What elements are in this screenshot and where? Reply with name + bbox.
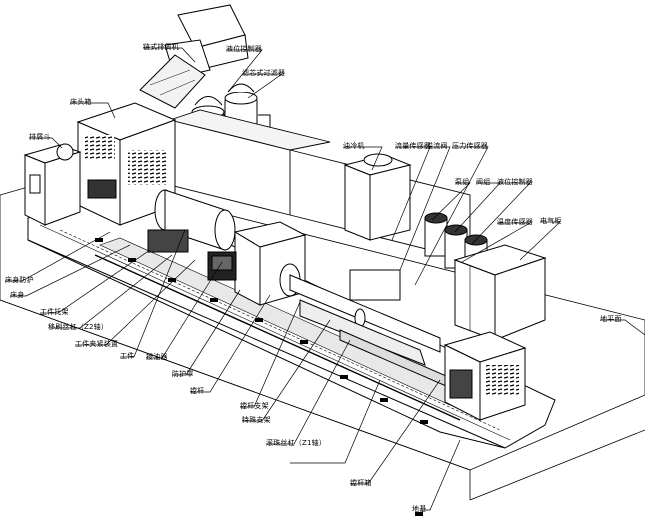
label-pressure-sensor: 压力传感器	[452, 142, 488, 150]
label-guard-cover: 防护罩	[172, 370, 194, 378]
electric-cabinet-unit	[453, 244, 547, 341]
leader-lines	[5, 47, 645, 511]
label-bed: 床身	[10, 291, 25, 299]
right-control-box	[443, 331, 527, 421]
label-workpiece: 工件	[120, 352, 135, 360]
label-relief-valve: 溢流阀	[426, 142, 448, 150]
label-bar-support-main: 镗杆支架	[240, 402, 269, 410]
oil-cooler	[343, 153, 412, 241]
label-z1-ball-screw: 滚珠丝杠（Z1轴）	[266, 439, 327, 447]
label-oil-feeder: 授油器	[146, 353, 168, 361]
label-ground-level: 地平面	[600, 315, 622, 323]
label-electric-cabinet: 电气柜	[540, 217, 562, 225]
chip-conveyor	[139, 4, 249, 109]
label-work-frame: 工件托架	[40, 308, 69, 316]
boring-bar-box	[207, 221, 307, 306]
label-level-controller-top: 液位控制器	[226, 45, 262, 53]
label-foundation: 地基	[412, 505, 427, 513]
bed-feet	[95, 238, 428, 516]
label-x2-ball-screw: 移刷丝杠（Z2轴）	[48, 323, 109, 331]
label-boring-bar-upper: 镗杆	[190, 387, 205, 395]
chip-hopper	[23, 143, 82, 226]
label-oil-cooler: 油冷机	[343, 142, 365, 150]
label-pump-group: 泵组	[455, 178, 470, 186]
label-level-controller-right: 液位控制器	[497, 178, 533, 186]
boring-bar	[289, 274, 461, 393]
label-chip-conveyor: 链式排屑机	[143, 43, 179, 51]
label-work-clamp: 工件夹紧装置	[75, 340, 119, 348]
label-bar-support-sub: 特殊支架	[242, 416, 271, 424]
label-flow-sensor: 流量传感器	[395, 142, 431, 150]
label-chip-hopper: 排屑斗	[29, 133, 51, 141]
label-valve-group: 阀组	[476, 178, 491, 186]
label-bed-guard: 床身防护	[5, 276, 34, 284]
label-temp-sensor: 温度传感器	[497, 218, 533, 226]
label-filter: 滤芯式过滤器	[242, 69, 286, 77]
label-headstock: 床头箱	[70, 98, 92, 106]
label-boring-bar-box: 镗杆箱	[350, 479, 372, 487]
